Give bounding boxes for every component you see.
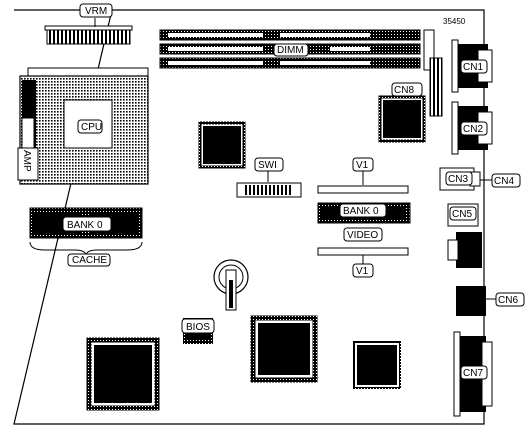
svg-text:AMP: AMP <box>21 150 32 172</box>
svg-text:V1: V1 <box>356 266 369 277</box>
svg-text:CACHE: CACHE <box>72 255 107 266</box>
amp-label: AMP <box>17 147 39 181</box>
cache-label: CACHE <box>67 253 111 267</box>
cpu-socket <box>19 67 149 185</box>
svg-text:CN1: CN1 <box>463 62 483 73</box>
chip-lower-center <box>250 315 318 383</box>
v1-bottom-label: V1 <box>352 255 374 278</box>
cn5-label: CN5 <box>449 206 477 221</box>
cn6-label: CN6 <box>486 292 525 307</box>
chip-lower-right <box>353 341 401 389</box>
svg-text:BANK 0: BANK 0 <box>67 220 103 231</box>
vrm-connector <box>44 18 133 45</box>
v1-top-label: V1 <box>352 157 374 185</box>
board-outline <box>13 9 485 425</box>
v1-top-connector <box>317 185 409 194</box>
svg-text:CN2: CN2 <box>463 124 483 135</box>
cn1-label: CN1 <box>460 59 488 74</box>
svg-text:SWI: SWI <box>258 160 277 171</box>
svg-text:CN3: CN3 <box>448 174 468 185</box>
svg-text:DIMM: DIMM <box>277 45 304 56</box>
cn8-label: CN8 <box>391 82 423 97</box>
svg-text:VRM: VRM <box>85 6 107 17</box>
swi-switch <box>236 182 302 198</box>
swi-label: SWI <box>254 157 284 182</box>
cn2-label: CN2 <box>460 121 488 136</box>
battery <box>213 259 249 311</box>
cn6-connector <box>456 286 486 316</box>
video-bank-label: BANK 0 <box>339 203 387 218</box>
svg-text:CN6: CN6 <box>498 295 518 306</box>
video-label: VIDEO <box>343 227 383 242</box>
svg-text:CN7: CN7 <box>463 368 483 379</box>
cn7-label: CN7 <box>460 365 488 380</box>
dimm-label: DIMM <box>273 43 309 57</box>
v1-bottom-connector <box>317 247 409 256</box>
cache-bank-label: BANK 0 <box>62 216 112 232</box>
audio-jacks <box>447 232 482 268</box>
chip-lower-left <box>86 337 160 411</box>
cn3-label: CN3 <box>445 171 473 186</box>
svg-text:CN8: CN8 <box>394 85 414 96</box>
svg-text:CPU: CPU <box>81 122 102 133</box>
svg-text:BIOS: BIOS <box>186 322 210 333</box>
svg-text:BANK 0: BANK 0 <box>343 206 379 217</box>
svg-text:VIDEO: VIDEO <box>347 230 378 241</box>
cn4-label: CN4 <box>480 173 521 188</box>
chip-upper-right <box>378 95 426 143</box>
board-id-text: 35450 <box>443 17 466 26</box>
svg-text:V1: V1 <box>356 160 369 171</box>
vrm-label: VRM <box>79 3 113 18</box>
svg-text:CN5: CN5 <box>452 209 472 220</box>
chipset <box>198 121 246 169</box>
cn8-header <box>429 57 443 117</box>
cpu-label: CPU <box>77 119 103 134</box>
bios-label: BIOS <box>181 318 215 334</box>
svg-text:CN4: CN4 <box>494 176 514 187</box>
